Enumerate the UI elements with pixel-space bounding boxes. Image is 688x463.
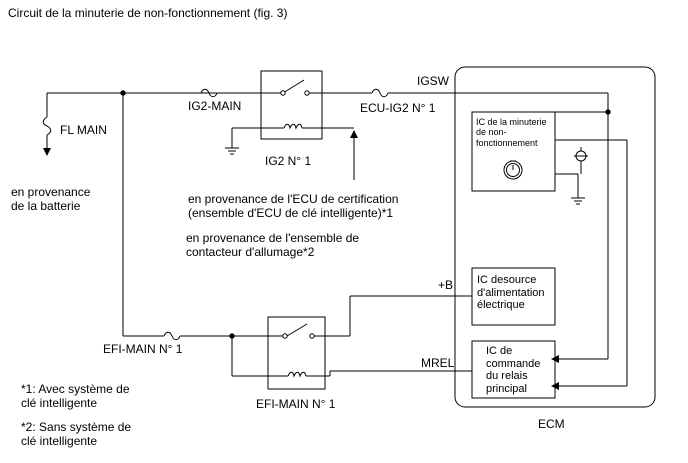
ig2-relay-contact: [282, 79, 305, 94]
certification-ecu-source: en provenance de l'ECU de certification …: [188, 192, 399, 220]
ig2-relay-label: IG2 N° 1: [265, 154, 312, 168]
ignition-switch-source: en provenance de l'ensemble de contacteu…: [186, 231, 360, 259]
ic-power-box: [471, 267, 556, 326]
efi-relay-contact: [286, 323, 308, 337]
igsw-label: IGSW: [417, 74, 449, 88]
ig2-main-fuse: [200, 88, 218, 98]
fl-main-label: FL MAIN: [60, 123, 107, 137]
ig2-main-label: IG2-MAIN: [188, 99, 242, 113]
efi-main-fuse: [163, 331, 181, 341]
battery-source-label: en provenance de la batterie: [11, 185, 91, 213]
efi-main-relay-label: EFI-MAIN N° 1: [256, 397, 336, 411]
ic-timer-box: [471, 111, 556, 192]
efi-main-fuse-label: EFI-MAIN N° 1: [103, 342, 183, 356]
mrel-label: MREL: [421, 356, 455, 370]
ig2-relay-box: [260, 70, 323, 140]
fl-main-fuse: [42, 116, 52, 136]
ecm-box: [454, 66, 656, 408]
ig2-relay-coil: [283, 123, 303, 130]
plus-b-label: +B: [438, 278, 454, 292]
page-title: Circuit de la minuterie de non-fonctionn…: [8, 6, 288, 20]
footnote-2: *2: Sans système de clé intelligente: [21, 420, 132, 448]
ic-relay-box: [471, 340, 556, 399]
footnote-1: *1: Avec système de clé intelligente: [21, 382, 130, 410]
ecm-label: ECM: [538, 417, 565, 431]
ic-relay-label: IC de commande du relais principal: [486, 345, 541, 395]
ecu-ig2-fuse: [371, 88, 389, 98]
ic-power-label: IC desource d'alimentation électrique: [477, 274, 545, 312]
efi-relay-coil: [287, 371, 307, 378]
efi-main-relay-box: [267, 316, 326, 390]
ic-timer-label: IC de la minuterie de non-fonctionnement: [476, 117, 547, 148]
ecu-ig2-label: ECU-IG2 N° 1: [360, 101, 436, 115]
